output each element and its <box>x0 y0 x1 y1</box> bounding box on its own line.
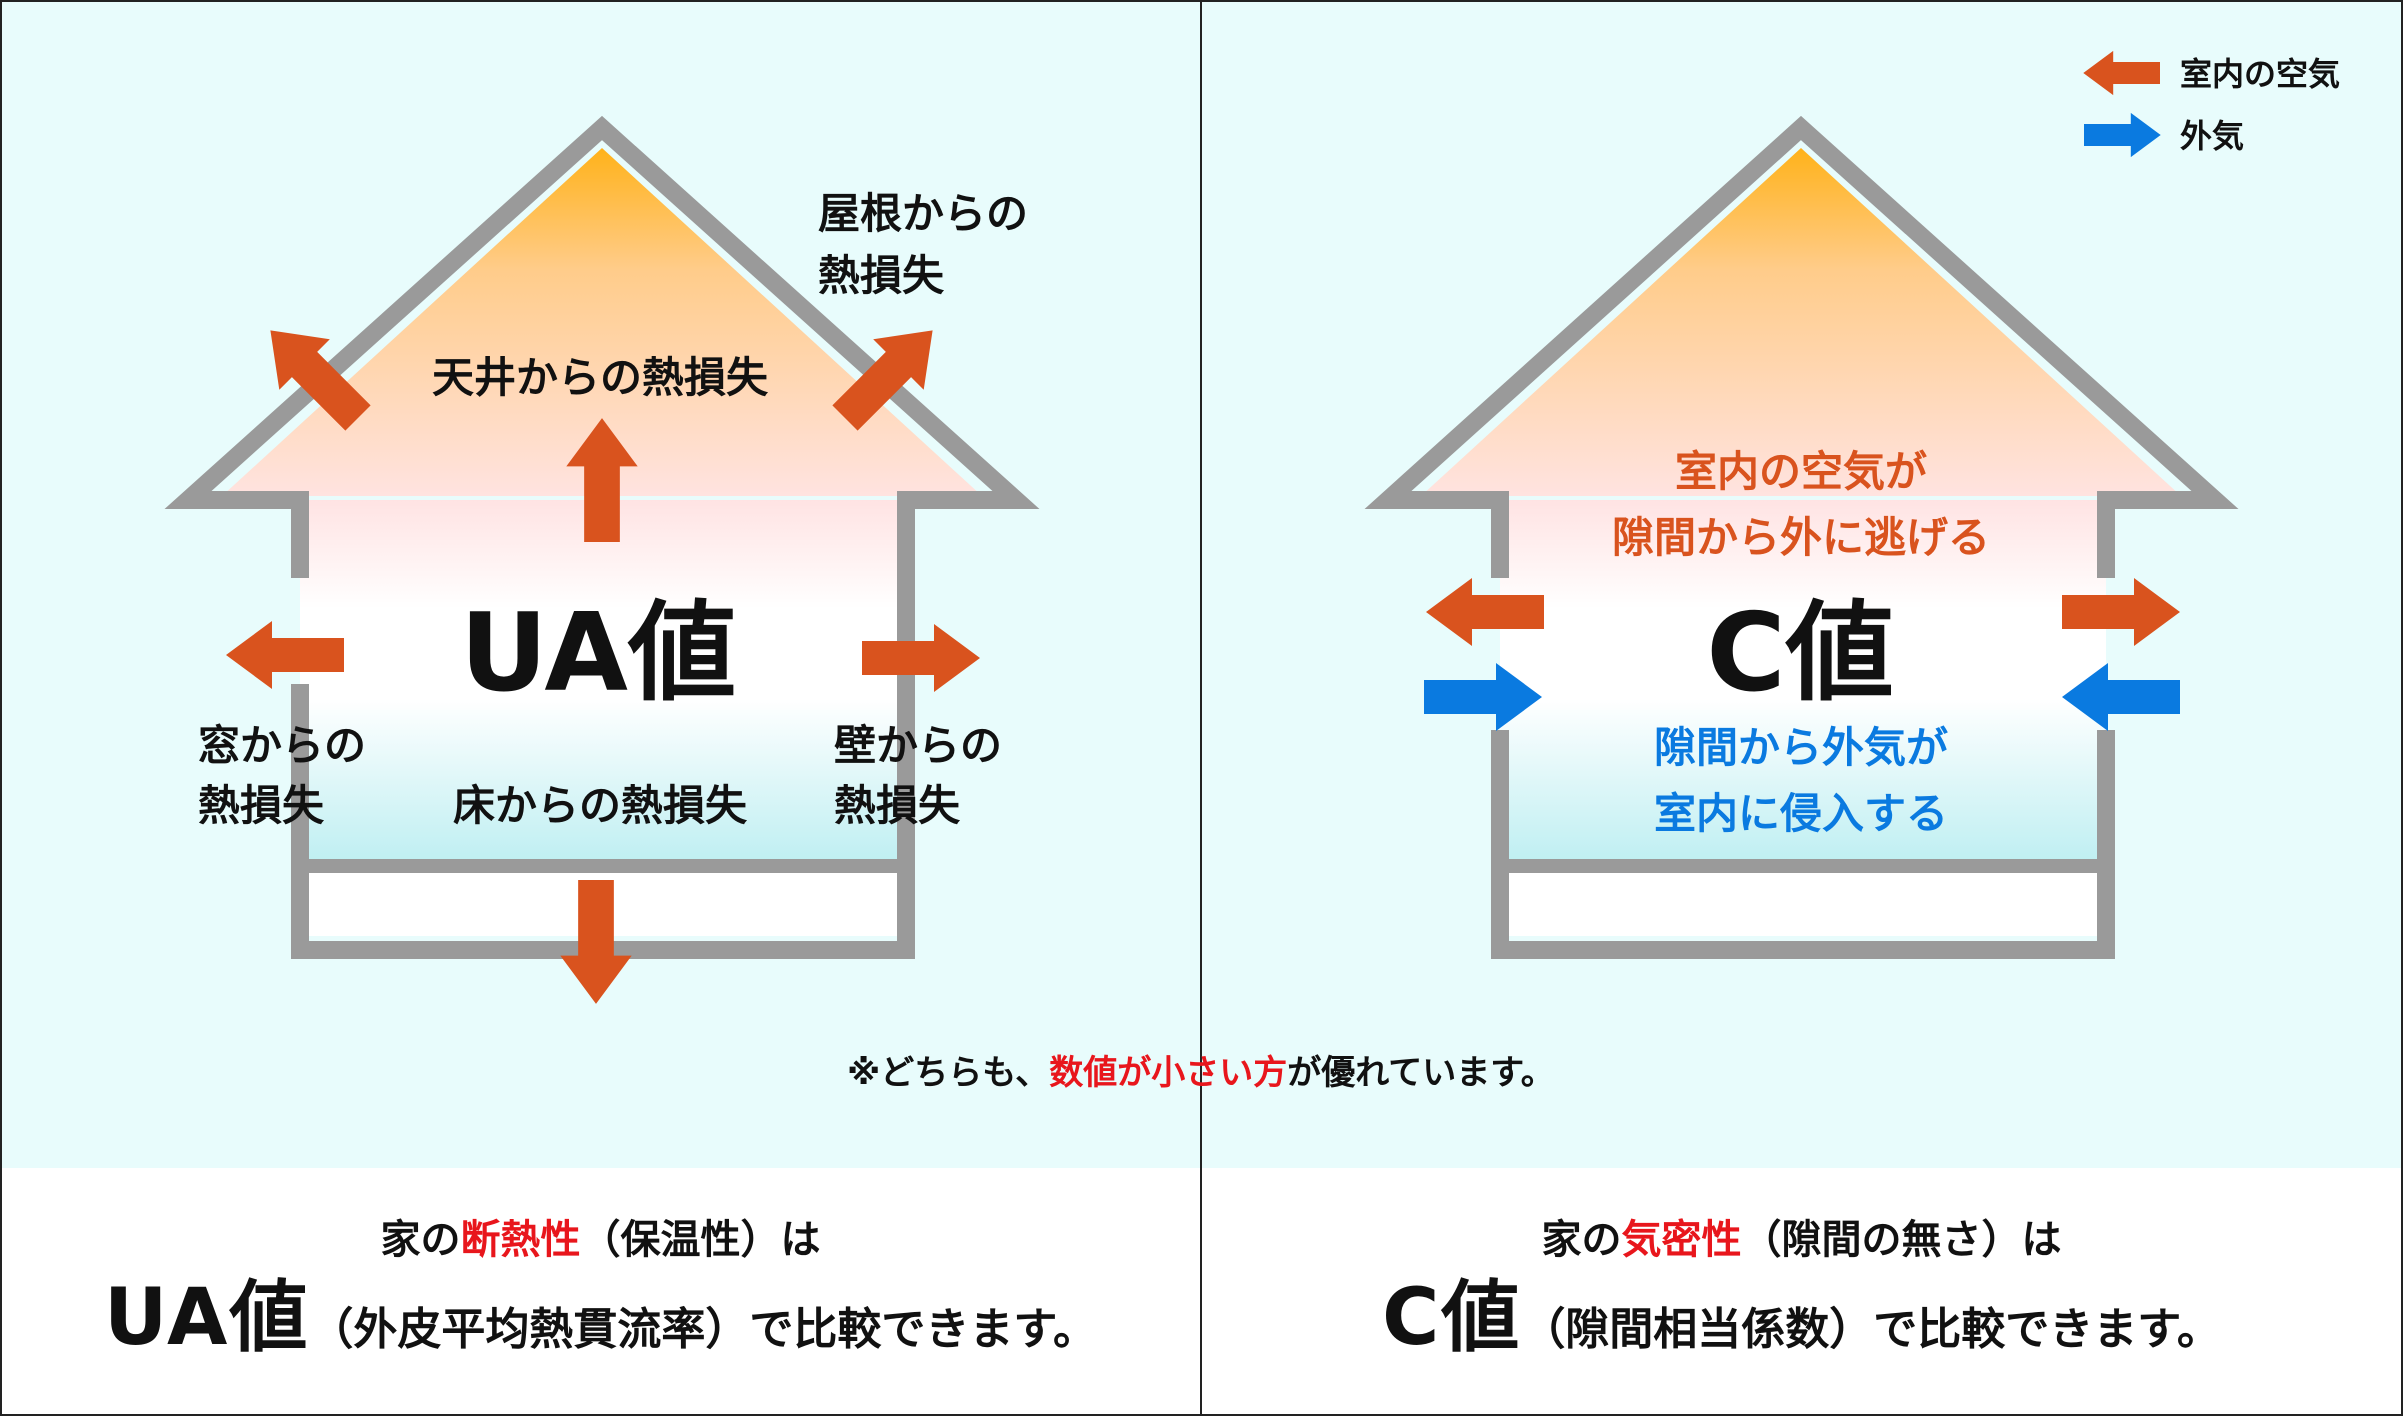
right-house-outline-bottom <box>1491 730 2115 959</box>
intrude-text-line2: 室内に侵入する <box>1654 789 1948 838</box>
wall-loss-label-line2: 熱損失 <box>834 781 961 830</box>
wall-loss-label-line1: 壁からの <box>834 721 1002 770</box>
caption-left-suffix: （保温性）は <box>580 1217 821 1263</box>
right-house-outline-left <box>1364 115 2239 578</box>
floor-loss-label: 床からの熱損失 <box>453 781 748 830</box>
caption-left: 家の断熱性（保温性）は UA値（外皮平均熱貫流率）で比較できます。 <box>0 1212 1201 1389</box>
caption-left-prefix: 家の <box>380 1217 461 1263</box>
right-house <box>1364 115 2239 959</box>
caption-right: 家の気密性（隙間の無さ）は C値（隙間相当係数）で比較できます。 <box>1201 1212 2402 1389</box>
intrude-text-line1: 隙間から外気が <box>1654 723 1948 772</box>
caption-right-line1: 家の気密性（隙間の無さ）は <box>1201 1212 2402 1268</box>
caption-right-suffix: （隙間の無さ）は <box>1741 1217 2062 1263</box>
caption-right-big: C値 <box>1382 1273 1522 1363</box>
caption-right-highlight: 気密性 <box>1621 1217 1742 1263</box>
caption-left-line1: 家の断熱性（保温性）は <box>0 1212 1201 1268</box>
window-loss-label-line2: 熱損失 <box>198 781 325 830</box>
ceiling-loss-label: 天井からの熱損失 <box>432 353 769 402</box>
legend-outdoor-label: 外気 <box>2180 117 2244 155</box>
legend-indoor-label: 室内の空気 <box>2180 55 2340 93</box>
right-center-label: C値 <box>1706 591 1893 716</box>
window-loss-label-line1: 窓からの <box>198 721 366 770</box>
right-house-foundation <box>1500 868 2106 936</box>
right-house-interior <box>1500 500 2106 862</box>
caption-left-highlight: 断熱性 <box>460 1217 581 1263</box>
caption-right-line2: C値（隙間相当係数）で比較できます。 <box>1201 1268 2402 1389</box>
left-house-roof-fill <box>222 148 982 496</box>
caption-right-rest: （隙間相当係数）で比較できます。 <box>1521 1304 2221 1355</box>
caption-right-prefix: 家の <box>1541 1217 1622 1263</box>
comparison-note: ※どちらも、数値が小さい方が優れています。 <box>847 1053 1555 1093</box>
note-suffix: が優れています。 <box>1287 1053 1555 1093</box>
left-house-outline <box>164 115 1040 959</box>
note-prefix: ※どちらも、 <box>847 1053 1049 1093</box>
left-house-interior <box>300 500 906 862</box>
caption-left-line2: UA値（外皮平均熱貫流率）で比較できます。 <box>0 1268 1201 1389</box>
escape-text-line1: 室内の空気が <box>1675 447 1927 496</box>
roof-loss-label-line2: 熱損失 <box>818 251 945 300</box>
caption-left-big: UA値 <box>104 1273 310 1363</box>
note-highlight: 数値が小さい方 <box>1049 1053 1287 1093</box>
caption-left-rest: （外皮平均熱貫流率）で比較できます。 <box>309 1304 1097 1355</box>
right-house-roof-fill <box>1421 148 2181 496</box>
left-center-label: UA値 <box>460 591 736 716</box>
escape-text-line2: 隙間から外に逃げる <box>1612 513 1990 562</box>
roof-loss-label-line1: 屋根からの <box>818 189 1028 238</box>
